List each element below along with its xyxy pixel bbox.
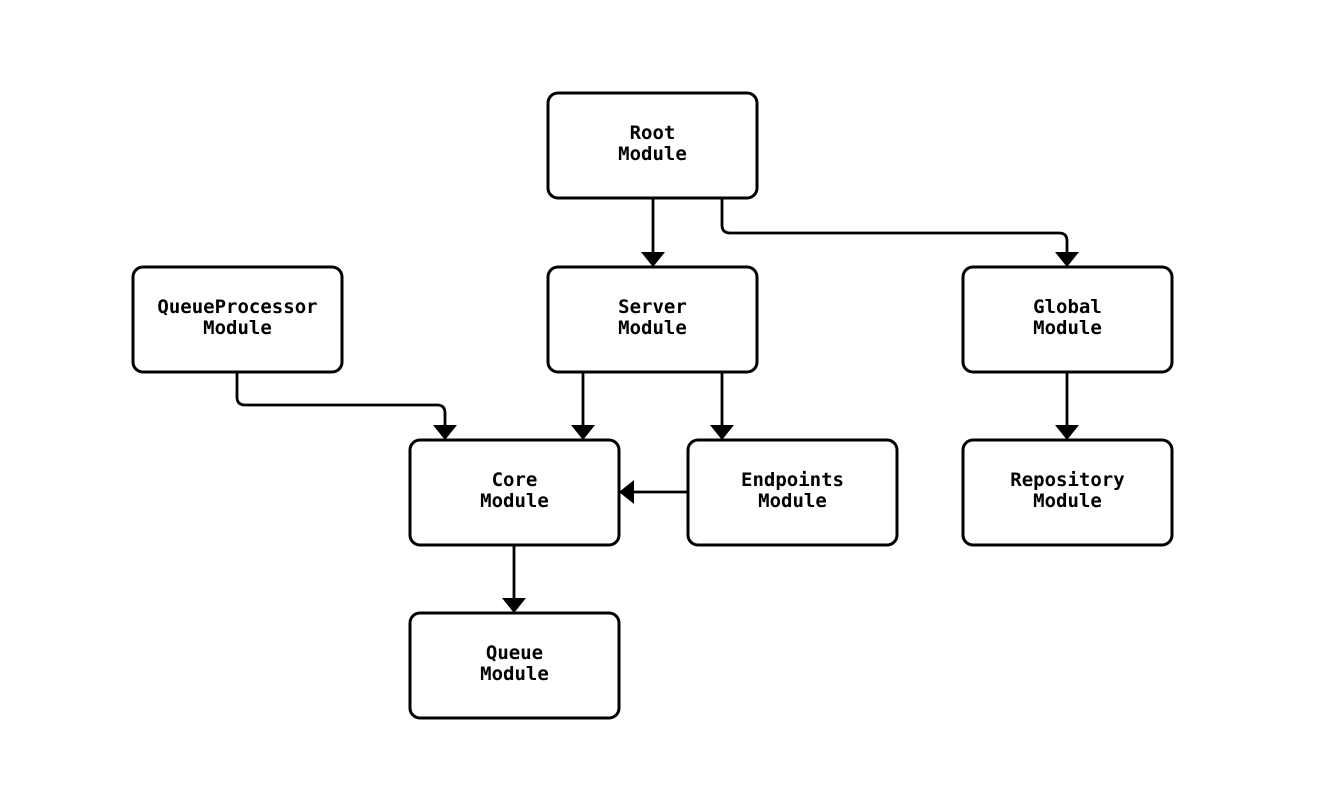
edge-root-to-global-arrowhead bbox=[1055, 252, 1079, 267]
node-queueprocessor-box bbox=[131, 265, 344, 374]
node-queue-box bbox=[408, 611, 621, 720]
node-global-box bbox=[961, 265, 1174, 374]
edge-endpoints-to-core-arrowhead bbox=[619, 480, 634, 504]
node-endpoints-box bbox=[686, 438, 899, 547]
node-core-box bbox=[408, 438, 621, 547]
edge-queueprocessor-to-core bbox=[235, 372, 447, 425]
node-root-box bbox=[546, 91, 759, 200]
edge-global-to-repository-arrowhead bbox=[1055, 425, 1079, 440]
edge-server-to-core-arrowhead bbox=[571, 425, 595, 440]
edge-core-to-queue-arrowhead bbox=[502, 598, 526, 613]
node-repository-box bbox=[961, 438, 1174, 547]
edge-server-to-endpoints-arrowhead bbox=[710, 425, 734, 440]
edge-queueprocessor-to-core-arrowhead bbox=[433, 425, 457, 440]
node-server-box bbox=[546, 265, 759, 374]
edge-root-to-global bbox=[720, 198, 1069, 252]
edge-root-to-server-arrowhead bbox=[641, 252, 665, 267]
